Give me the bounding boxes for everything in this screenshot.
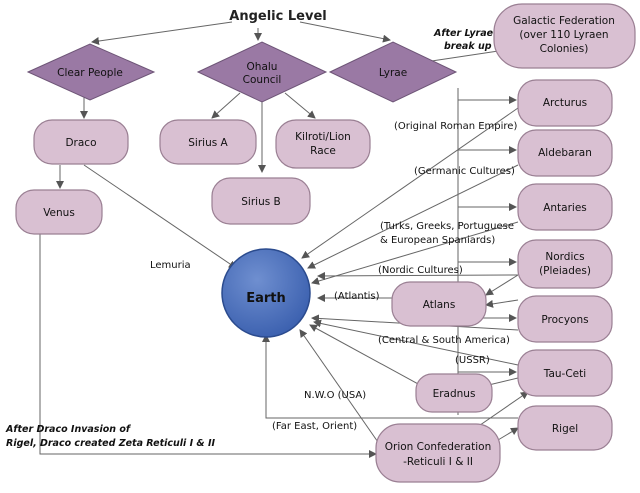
clear-people-label: Clear People (57, 67, 123, 79)
earth-label: Earth (246, 291, 286, 306)
earth-node: Earth (221, 248, 311, 338)
edge-nordics-atlans (485, 274, 519, 296)
venus-node: Venus (15, 189, 103, 235)
edge-orion-rigel (497, 427, 519, 441)
label-turks-1: (Turks, Greeks, Portuguese (380, 221, 514, 232)
eradnus-label: Eradnus (433, 388, 476, 400)
sirius-b-node: Sirius B (211, 177, 311, 225)
orion-label-2: -Reticuli I & II (403, 456, 473, 468)
edge-venus-orion (39, 232, 377, 458)
label-turks-2: & European Spaniards) (380, 235, 495, 246)
galactic-label-2: (over 110 Lyraen (519, 29, 608, 41)
procyons-label: Procyons (541, 314, 588, 326)
ohalu-label-2: Council (243, 74, 282, 86)
edge-orion-earth (299, 329, 381, 446)
nordics-node: Nordics (Pleiades) (517, 239, 613, 289)
draco-node: Draco (33, 119, 129, 165)
label-nwo-usa: N.W.O (USA) (304, 390, 366, 401)
label-atlantis: (Atlantis) (334, 291, 380, 302)
label-germanic-cultures: (Germanic Cultures) (414, 166, 515, 177)
draco-label: Draco (65, 137, 96, 149)
tau-ceti-label: Tau-Ceti (543, 368, 586, 380)
edge-nordics-earth (317, 271, 519, 280)
galactic-label-1: Galactic Federation (513, 15, 615, 27)
angelic-level-title: Angelic Level (229, 9, 326, 24)
lyrae-label: Lyrae (379, 67, 407, 79)
edge-taucerti-earth (313, 319, 519, 366)
edge-arcturus-earth (301, 107, 519, 259)
lyrae-node: Lyrae (328, 41, 458, 103)
sirius-a-label: Sirius A (188, 137, 228, 149)
clear-people-node: Clear People (26, 43, 156, 101)
atlans-label: Atlans (423, 299, 456, 311)
sirius-b-label: Sirius B (241, 196, 280, 208)
edge-angelic-clearpeople (91, 21, 233, 45)
note-after-lyrae-1: After Lyrae (433, 28, 494, 39)
edge-procyons-atlans (485, 299, 519, 308)
edge-rigel-earth (262, 334, 518, 419)
atlans-node: Atlans (391, 281, 487, 327)
antaries-node: Antaries (517, 183, 613, 231)
nordics-label-2: (Pleiades) (539, 265, 591, 277)
note-after-lyrae-2: break up (444, 41, 492, 52)
aldebaran-label: Aldebaran (538, 147, 592, 159)
edge-draco-earth (83, 164, 237, 269)
note-draco-invasion-1: After Draco Invasion of (5, 424, 132, 435)
procyons-node: Procyons (517, 295, 613, 343)
label-lemuria: Lemuria (150, 260, 191, 271)
kilroti-label-2: Race (310, 145, 336, 157)
kilroti-label-1: Kilroti/Lion (295, 131, 351, 143)
label-original-roman-empire: (Original Roman Empire) (394, 121, 517, 132)
edge-angelic-lyrae (299, 21, 391, 43)
note-draco-invasion-2: Rigel, Draco created Zeta Reticuli I & I… (6, 438, 216, 449)
galactic-label-3: Colonies) (540, 43, 589, 55)
edge-ohalu-siriusa (211, 92, 241, 119)
edge-aldebaran-earth (307, 164, 519, 269)
rigel-node: Rigel (517, 405, 613, 451)
ohalu-label-1: Ohalu (247, 61, 278, 73)
rigel-label: Rigel (552, 423, 578, 435)
label-central-south-america: (Central & South America) (378, 335, 510, 346)
kilroti-node: Kilroti/Lion Race (275, 119, 371, 169)
edge-antaries-earth (311, 221, 519, 285)
orion-confederation-node: Orion Confederation -Reticuli I & II (375, 423, 501, 483)
edge-ohalu-kilroti (284, 92, 316, 119)
ohalu-council-node: Ohalu Council (196, 41, 328, 103)
nordics-label-1: Nordics (545, 251, 584, 263)
arcturus-label: Arcturus (543, 97, 587, 109)
label-nordic-cultures: (Nordic Cultures) (378, 265, 463, 276)
arcturus-node: Arcturus (517, 79, 613, 127)
label-ussr: (USSR) (455, 355, 490, 366)
antaries-label: Antaries (543, 202, 587, 214)
edge-eradnus-earth (309, 324, 421, 386)
orion-label-1: Orion Confederation (385, 441, 491, 453)
sirius-a-node: Sirius A (159, 119, 257, 165)
aldebaran-node: Aldebaran (517, 129, 613, 177)
edge-lyrae-galactic (424, 47, 506, 63)
label-far-east-orient: (Far East, Orient) (272, 421, 357, 432)
venus-label: Venus (43, 207, 75, 219)
tau-ceti-node: Tau-Ceti (517, 349, 613, 397)
eradnus-node: Eradnus (415, 373, 493, 413)
galactic-federation-node: Galactic Federation (over 110 Lyraen Col… (493, 3, 636, 69)
